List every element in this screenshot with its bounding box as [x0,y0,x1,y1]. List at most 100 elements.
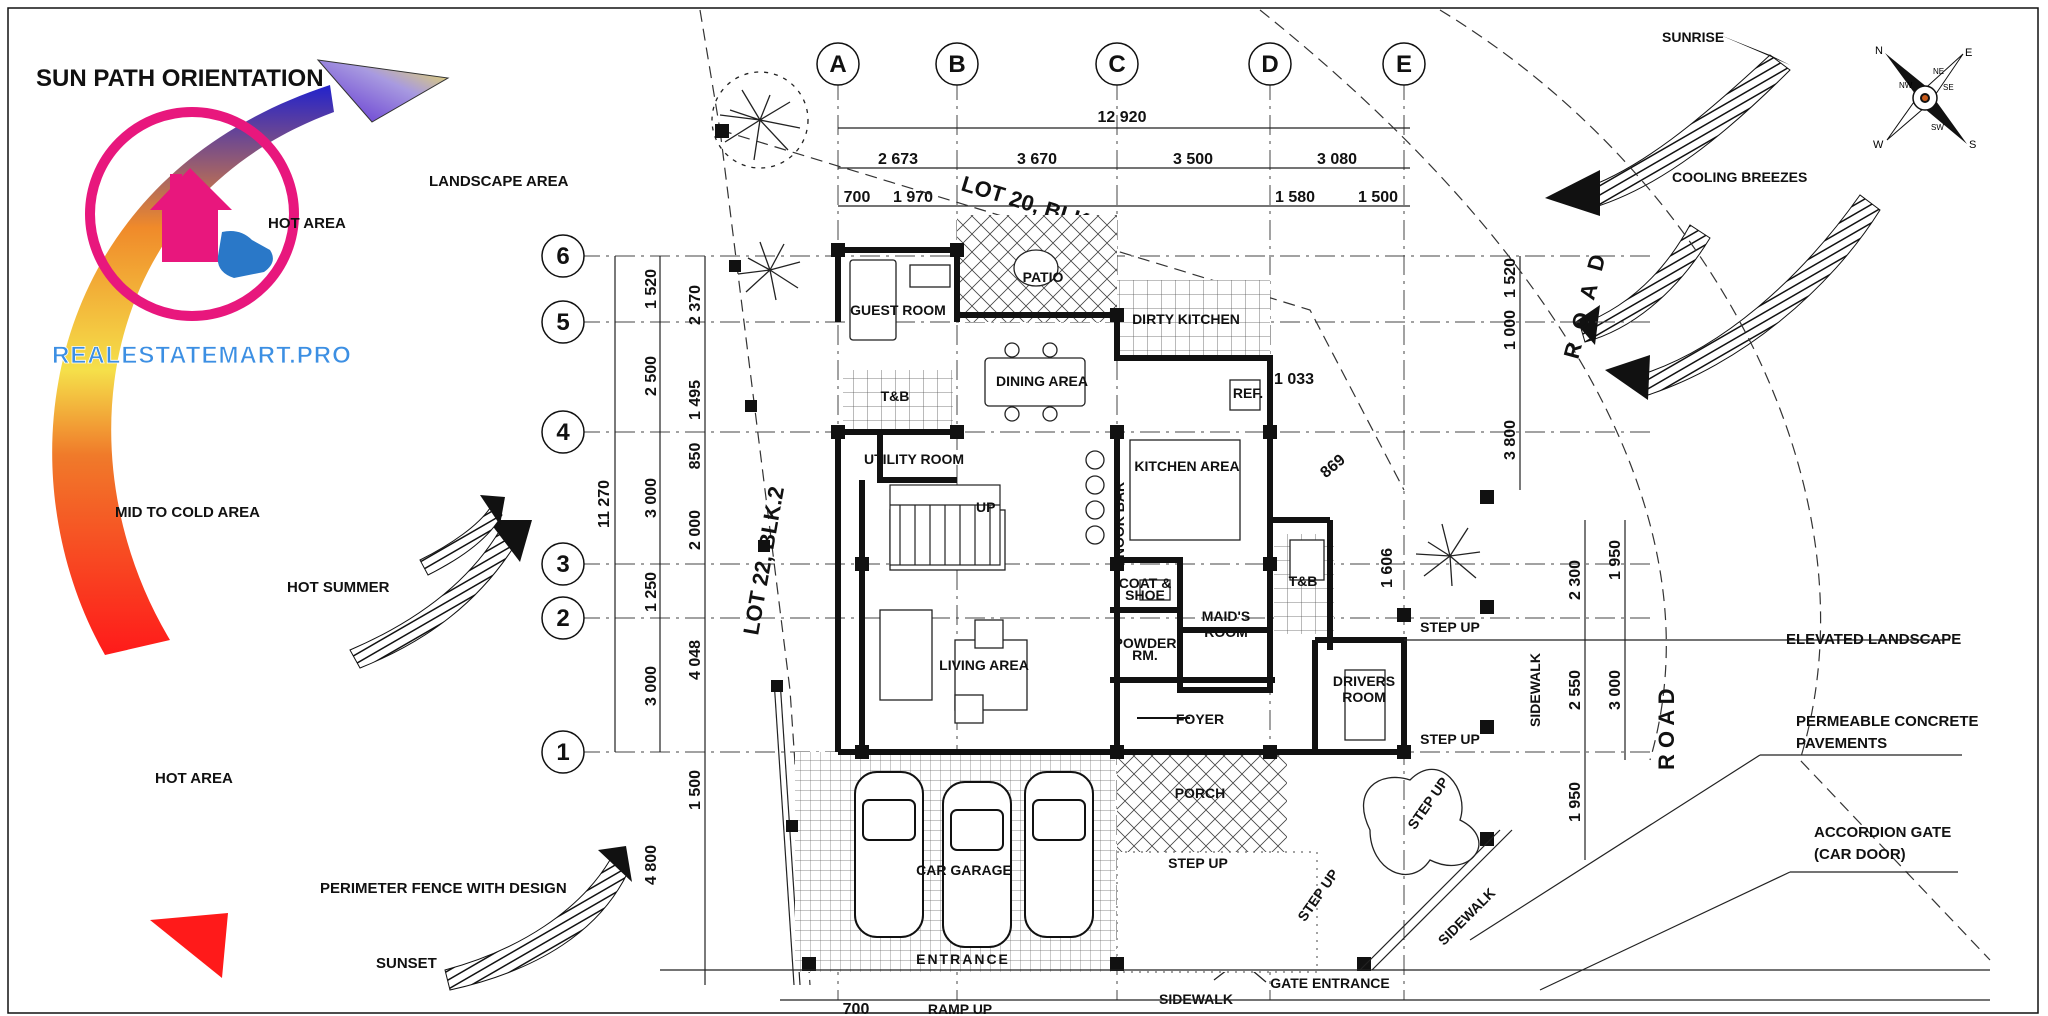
dim-top-2: 3 670 [1017,151,1057,168]
room-entrance: ENTRANCE [916,951,1010,967]
dim-bottom: 700 [843,1001,870,1016]
sun-arrow-head-top [316,59,450,123]
dim-top-4: 3 080 [1317,151,1357,168]
grid-col-c: C [1108,51,1125,78]
dim-right-8: 1 950 [1567,782,1584,822]
grid-row-1: 1 [556,739,569,766]
room-step-up-3: STEP UP [1168,855,1228,871]
cooling-breezes-arrows [1575,194,1881,400]
room-dirty-kitchen: DIRTY KITCHEN [1132,311,1240,327]
dim-left-inner-3: 850 [687,443,704,470]
label-sunset: SUNSET [376,955,437,972]
dim-left-inner-2: 1 495 [687,380,704,420]
room-ref: REF. [1233,385,1263,401]
left-dimensions: 11 270 1 520 2 500 3 000 1 250 3 000 2 3… [596,256,706,985]
room-sidewalk-right: SIDEWALK [1527,653,1543,727]
road-label-right: R O A D [1654,689,1679,770]
label-sunrise: SUNRISE [1662,29,1724,45]
label-hot-summer: HOT SUMMER [287,579,390,596]
road-label-top: ROAD [1559,238,1614,361]
dim-top-sub-4: 1 500 [1358,189,1398,206]
dim-right-2: 1 000 [1502,310,1519,350]
grid-col-b: B [948,51,965,78]
label-fence: PERIMETER FENCE WITH DESIGN [320,880,567,897]
sunset-arrow [444,846,632,991]
page-frame [7,7,2039,1014]
lot-left-label: LOT 22, BLK.2 [738,484,789,636]
room-coat-2: SHOE [1125,587,1165,603]
compass-rose-icon: N E S W NE SE SW NW [1873,45,1976,151]
room-dining: DINING AREA [996,373,1088,389]
car-3-icon [1024,771,1094,938]
grid-row-2: 2 [556,605,569,632]
bottom-lines [660,829,1990,1001]
room-patio: PATIO [1023,269,1064,285]
callout-leaders [1404,639,1962,991]
dim-left-bottom-2: 4 800 [643,845,660,885]
compass-s: S [1969,139,1976,151]
compass-w: W [1873,139,1884,151]
dim-top-3: 3 500 [1173,151,1213,168]
windows [861,600,1250,751]
room-tb-1: T&B [881,388,910,404]
dim-misc-3: 1 606 [1379,548,1396,588]
label-mid-cold: MID TO COLD AREA [115,504,260,521]
label-elevated: ELEVATED LANDSCAPE [1786,631,1961,648]
label-gate-2: (CAR DOOR) [1814,846,1906,863]
room-guest: GUEST ROOM [850,302,946,318]
compass-se: SE [1943,83,1954,92]
grid-row-3: 3 [556,551,569,578]
grid-col-d: D [1261,51,1278,78]
room-coat-1: COAT & [1119,575,1172,591]
structural-columns [715,124,1494,971]
grid-row-5: 5 [556,309,569,336]
dim-left-outer-2: 2 500 [643,356,660,396]
dim-left-inner-1: 2 370 [687,285,704,325]
room-drivers-2: ROOM [1342,689,1386,705]
car-2-icon [942,781,1012,948]
dim-left-bottom-1: 1 500 [687,770,704,810]
grid-row-bubbles: 6 5 4 3 2 1 [541,234,585,774]
sun-arrow-head-bottom [150,913,228,978]
dim-left-outer-5: 3 000 [643,666,660,706]
label-hot-area-top: HOT AREA [268,215,346,232]
dim-left-outer-3: 3 000 [643,478,660,518]
dim-left-outer-1: 1 520 [643,269,660,309]
grid-col-a: A [829,51,846,78]
dim-left-inner-5: 4 048 [687,640,704,680]
label-breezes: COOLING BREEZES [1672,169,1807,185]
dim-misc-2: 869 [1317,451,1348,481]
grid-row-4: 4 [556,419,570,446]
sunrise-arrow [1545,35,1791,216]
dim-right-7: 3 000 [1607,670,1624,710]
room-maid-1: MAID'S [1202,608,1250,624]
pointer-hand-icon [217,231,273,278]
label-landscape: LANDSCAPE AREA [429,173,569,190]
dim-misc-1: 1 033 [1274,371,1314,388]
room-powder-2: RM. [1132,647,1158,663]
compass-n: N [1875,45,1883,57]
room-up: UP [976,499,995,515]
garage-cars [854,771,1094,948]
room-sidewalk-bottom: SIDEWALK [1159,991,1233,1007]
room-powder-1: POWDER [1114,635,1177,651]
grid-column-bubbles: A B C D E [816,42,1426,86]
grid-col-e: E [1396,51,1412,78]
right-dimensions: 1 520 1 000 3 800 2 300 1 950 2 550 3 00… [843,256,1626,1016]
car-1-icon [854,771,924,938]
room-nook: NOOK BAR [1111,482,1127,558]
room-foyer: FOYER [1176,711,1224,727]
compass-ne: NE [1933,67,1944,76]
compass-nw: NW [1899,81,1913,90]
room-gate: GATE ENTRANCE [1270,975,1390,991]
room-living: LIVING AREA [939,657,1029,673]
page-title: SUN PATH ORIENTATION [36,65,324,92]
dim-right-1: 1 520 [1502,258,1519,298]
hot-summer-arrow [349,495,532,669]
label-permeable-1: PERMEABLE CONCRETE [1796,713,1979,730]
dim-right-6: 2 550 [1567,670,1584,710]
room-sidewalk-diag: SIDEWALK [1435,885,1499,949]
room-maid-2: ROOM [1204,624,1248,640]
dim-left-outer-4: 1 250 [643,572,660,612]
room-step-up-5: STEP UP [1404,774,1451,832]
